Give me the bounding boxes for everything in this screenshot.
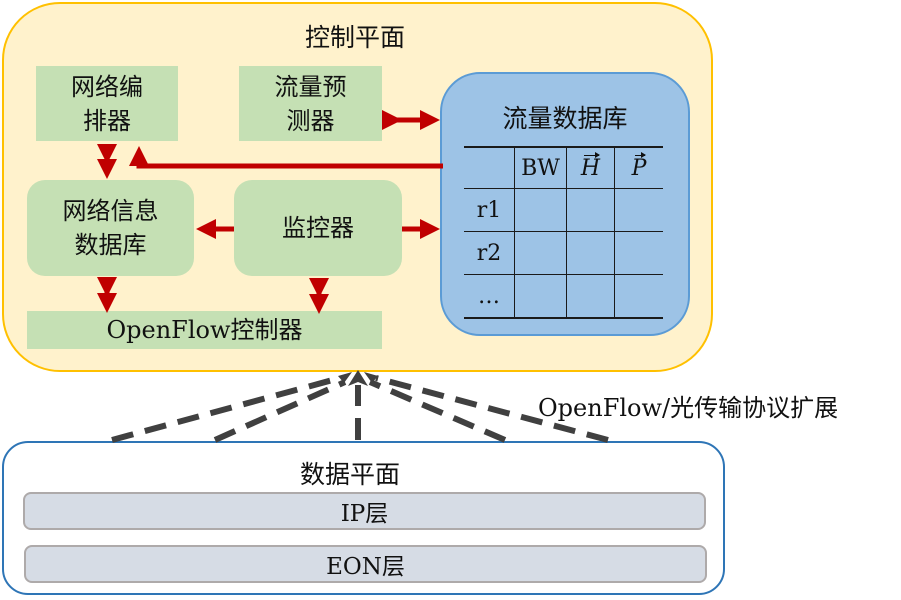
flow-table-cell: … [464, 274, 515, 319]
dashed-link-2 [213, 379, 347, 443]
dashed-link-5 [375, 375, 609, 443]
vector-p-symbol: P [631, 151, 647, 181]
flow-table-row: r2 [464, 231, 663, 275]
arrowhead-left [338, 372, 352, 383]
arrow-flowdb-to-orchestrator [129, 146, 443, 169]
traffic-predictor-label-line1: 流量预 [274, 72, 347, 101]
dashed-link-4 [368, 379, 507, 443]
network-info-database-box[interactable]: 网络信息 数据库 [27, 180, 194, 276]
ip-layer-box[interactable]: IP层 [23, 492, 706, 530]
data-plane-title: 数据平面 [299, 460, 400, 489]
dashed-link-1 [111, 375, 341, 443]
flow-table-header-bw: BW [514, 146, 567, 189]
network-info-database-label-line2: 数据库 [74, 231, 147, 259]
flow-database-title: 流量数据库 [502, 104, 628, 133]
monitor-box[interactable]: 监控器 [234, 180, 402, 276]
arrowhead-center [348, 370, 368, 386]
openflow-controller-box[interactable]: OpenFlow控制器 [27, 311, 382, 349]
flow-table-cell [614, 231, 663, 275]
monitor-label: 监控器 [282, 214, 354, 242]
flow-table-header-p: P [614, 146, 663, 189]
arrowhead-right [364, 372, 378, 383]
network-info-database-label-line1: 网络信息 [62, 197, 159, 225]
control-plane-title: 控制平面 [304, 23, 405, 52]
flow-table-cell [514, 188, 567, 232]
flow-table-cell [614, 274, 663, 319]
flow-table-header-h: H [566, 146, 615, 189]
network-orchestrator-label-line2: 排器 [83, 106, 131, 135]
flow-table-cell [566, 274, 615, 319]
network-orchestrator-box[interactable]: 网络编 排器 [36, 66, 178, 141]
flow-table-header-corner [464, 146, 515, 189]
flow-table: BW H P r1 r2 … [464, 146, 663, 319]
eon-layer-label: EON层 [326, 554, 405, 580]
flow-table-cell [566, 231, 615, 275]
vector-h-symbol: H [580, 151, 601, 181]
protocol-extension-label: OpenFlow/光传输协议扩展 [538, 394, 839, 422]
flow-table-cell [566, 188, 615, 232]
traffic-predictor-box[interactable]: 流量预 测器 [239, 66, 382, 141]
eon-layer-box[interactable]: EON层 [24, 545, 707, 583]
flow-table-cell: r1 [464, 188, 515, 232]
flow-table-row: r1 [464, 188, 663, 232]
flow-table-row: … [464, 274, 663, 319]
flow-table-cell [514, 231, 567, 275]
ip-layer-label: IP层 [340, 501, 389, 527]
flow-table-header-row: BW H P [464, 146, 663, 189]
traffic-predictor-label-line2: 测器 [286, 106, 335, 135]
flow-table-cell [614, 188, 663, 232]
network-orchestrator-label-line1: 网络编 [71, 72, 143, 101]
openflow-controller-label: OpenFlow控制器 [106, 316, 303, 344]
